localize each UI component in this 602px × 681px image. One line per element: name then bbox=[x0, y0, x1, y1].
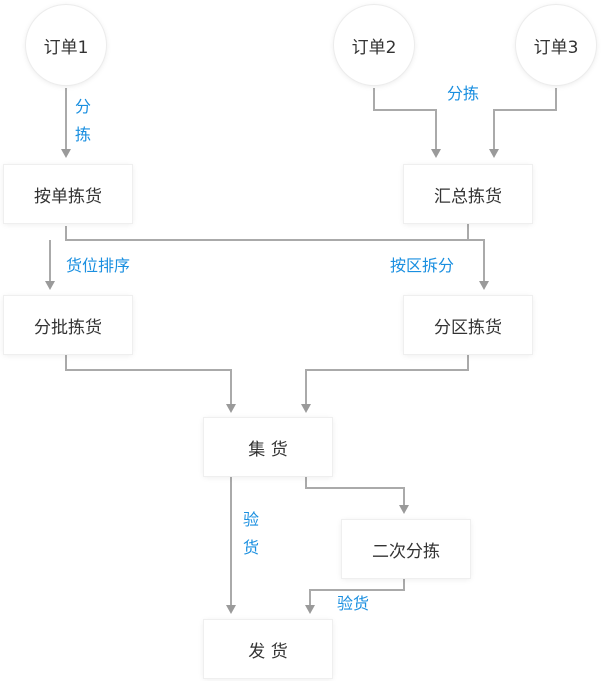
ship-node: 发 货 bbox=[204, 620, 332, 678]
edge-batch-collect bbox=[65, 354, 232, 405]
sort-left-label: 分拣 bbox=[74, 97, 91, 144]
edge-collect-second bbox=[305, 476, 405, 506]
inspect-left-label: 验货 bbox=[242, 510, 259, 557]
edge-order3-summary bbox=[493, 88, 557, 150]
edge-order2-summary bbox=[373, 88, 437, 150]
split-by-zone-label: 按区拆分 bbox=[390, 256, 455, 275]
arrowhead bbox=[489, 149, 499, 158]
order-1-label: 订单1 bbox=[43, 37, 89, 58]
arrowhead bbox=[61, 149, 71, 158]
order-1-node: 订单1 bbox=[26, 5, 106, 85]
pick-by-order-node: 按单拣货 bbox=[4, 165, 132, 223]
sort-top-label: 分拣 bbox=[447, 84, 480, 103]
pick-by-order-label: 按单拣货 bbox=[34, 186, 102, 207]
batch-pick-node: 分批拣货 bbox=[4, 296, 132, 354]
order-3-label: 订单3 bbox=[533, 37, 579, 58]
second-sort-label: 二次分拣 bbox=[372, 541, 440, 562]
edge-pick-split bbox=[65, 226, 485, 282]
zone-pick-label: 分区拣货 bbox=[434, 317, 502, 338]
arrowhead bbox=[305, 605, 315, 614]
arrowhead bbox=[399, 505, 409, 514]
order-2-label: 订单2 bbox=[351, 37, 397, 58]
order-2-node: 订单2 bbox=[334, 5, 414, 85]
arrowhead bbox=[226, 605, 236, 614]
order-3-node: 订单3 bbox=[516, 5, 596, 85]
arrowhead bbox=[431, 149, 441, 158]
arrowhead bbox=[301, 404, 311, 413]
slot-sort-label: 货位排序 bbox=[66, 256, 131, 275]
ship-label: 发 货 bbox=[248, 641, 288, 662]
arrowhead bbox=[226, 404, 236, 413]
arrowhead bbox=[45, 281, 55, 290]
collect-node: 集 货 bbox=[204, 418, 332, 476]
edge-second-ship bbox=[309, 578, 405, 606]
summary-pick-node: 汇总拣货 bbox=[404, 165, 532, 223]
summary-pick-label: 汇总拣货 bbox=[434, 186, 502, 207]
second-sort-node: 二次分拣 bbox=[342, 520, 470, 578]
inspect-right-label: 验货 bbox=[337, 594, 370, 613]
edge-zone-collect bbox=[305, 354, 469, 405]
batch-pick-label: 分批拣货 bbox=[34, 317, 102, 338]
zone-pick-node: 分区拣货 bbox=[404, 296, 532, 354]
arrowhead bbox=[479, 281, 489, 290]
collect-label: 集 货 bbox=[248, 439, 288, 460]
